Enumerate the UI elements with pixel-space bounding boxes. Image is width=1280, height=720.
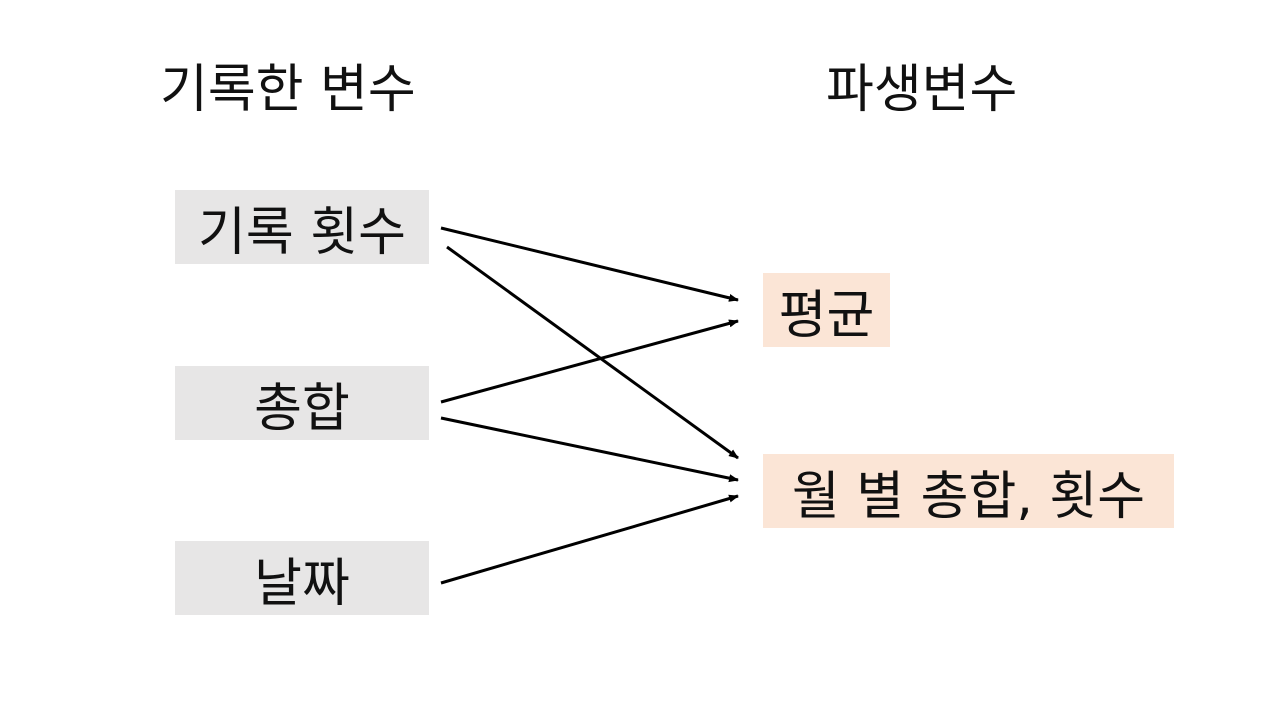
- recorded-variable-total: 총합: [175, 366, 429, 440]
- derived-variable-label: 평균: [778, 285, 875, 346]
- recorded-variables-heading: 기록한 변수: [160, 60, 416, 120]
- recorded-variable-label: 기록 횟수: [198, 202, 406, 263]
- recorded-variable-date: 날짜: [175, 541, 429, 615]
- recorded-variable-label: 날짜: [254, 553, 350, 614]
- recorded-variable-label: 총합: [254, 378, 350, 439]
- arrow-date-to-monthly: [440, 494, 739, 585]
- arrow-count-to-monthly: [446, 245, 739, 460]
- derived-variable-average: 평균: [763, 273, 890, 347]
- arrow-sum-to-average: [440, 319, 739, 404]
- arrow-count-to-average: [440, 226, 739, 302]
- recorded-variable-record-count: 기록 횟수: [175, 190, 429, 264]
- derived-variables-heading: 파생변수: [826, 60, 1018, 120]
- derived-variable-monthly-total-count: 월 별 총합, 횟수: [763, 454, 1174, 528]
- derived-variable-label: 월 별 총합, 횟수: [791, 466, 1146, 527]
- arrow-sum-to-monthly: [440, 416, 739, 483]
